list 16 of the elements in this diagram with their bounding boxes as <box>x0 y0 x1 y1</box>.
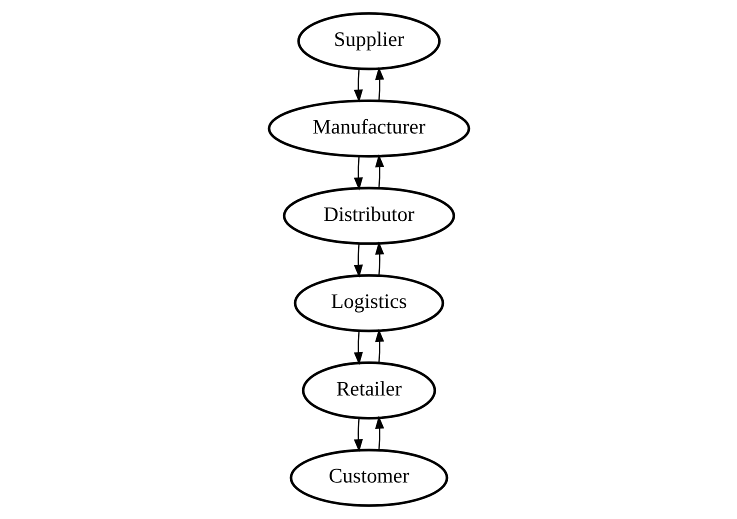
node-ellipse: Manufacturer <box>267 99 470 158</box>
arrow <box>353 243 362 278</box>
node-ellipse: Customer <box>289 448 448 507</box>
node-ellipse: Supplier <box>296 12 440 70</box>
arrow <box>374 242 384 276</box>
arrow <box>353 330 362 366</box>
arrow <box>353 418 362 452</box>
node-ellipse: Retailer <box>301 361 436 420</box>
node-ellipse: Distributor <box>282 186 455 245</box>
arrow <box>353 156 362 190</box>
arrow <box>374 66 384 101</box>
node-ellipse: Logistics <box>293 274 444 332</box>
arrow <box>374 328 384 364</box>
arrow <box>353 68 362 103</box>
arrow <box>374 154 384 189</box>
arrow <box>374 416 384 450</box>
